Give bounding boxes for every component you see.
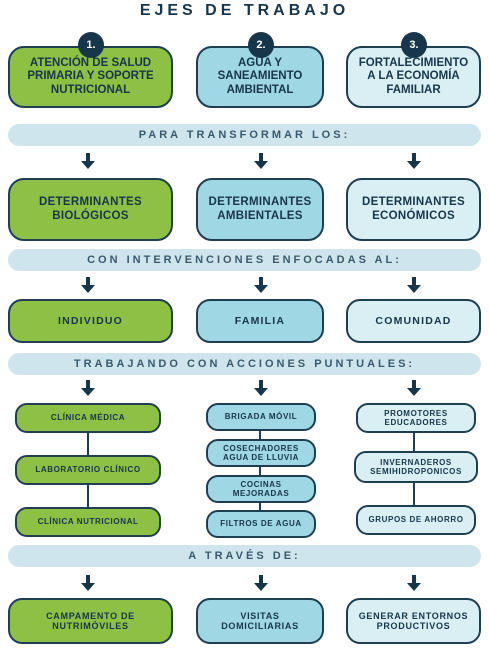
axis-2-number-badge: 2. xyxy=(248,32,274,58)
action-laboratorio-clinico: LABORATORIO CLÍNICO xyxy=(15,455,161,485)
arrow-down-icon xyxy=(254,575,268,591)
determinant-biological-box: DETERMINANTES BIOLÓGICOS xyxy=(8,178,173,241)
band-through: A TRAVÉS DE: xyxy=(8,545,481,567)
level-family-label: FAMILIA xyxy=(234,314,286,327)
arrow-down-icon xyxy=(407,277,421,293)
action-label: GRUPOS DE AHORRO xyxy=(368,515,464,525)
arrow-down-icon xyxy=(254,380,268,396)
action-clinica-nutricional: CLÍNICA NUTRICIONAL xyxy=(15,507,161,537)
final-visitas-box: VISITAS DOMICILIARIAS xyxy=(196,598,324,644)
action-filtros-agua: FILTROS DE AGUA xyxy=(206,510,316,538)
determinant-environmental-label: DETERMINANTES AMBIENTALES xyxy=(208,196,312,222)
band-interventions: CON INTERVENCIONES ENFOCADAS AL: xyxy=(8,249,481,271)
action-label: PROMOTORES EDUCADORES xyxy=(384,408,448,427)
axis-1-label: ATENCIÓN DE SALUD PRIMARIA Y SOPORTE NUT… xyxy=(27,57,154,96)
action-invernaderos: INVERNADEROS SEMIHIDROPONICOS xyxy=(354,451,478,483)
action-label: FILTROS DE AGUA xyxy=(220,519,302,529)
determinant-economic-label: DETERMINANTES ECONÓMICOS xyxy=(362,196,465,222)
level-family-box: FAMILIA xyxy=(196,299,324,343)
final-visitas-label: VISITAS DOMICILIARIAS xyxy=(221,610,299,631)
diagram-title: EJES DE TRABAJO xyxy=(139,2,350,19)
level-individual-label: INDIVIDUO xyxy=(57,314,124,327)
arrow-down-icon xyxy=(81,277,95,293)
action-label: COSECHADORES AGUA DE LLUVIA xyxy=(222,443,300,462)
arrow-down-icon xyxy=(254,153,268,169)
action-grupos-ahorro: GRUPOS DE AHORRO xyxy=(356,505,476,535)
arrow-down-icon xyxy=(407,575,421,591)
determinant-biological-label: DETERMINANTES BIOLÓGICOS xyxy=(39,196,142,222)
connector-line xyxy=(259,420,261,520)
arrow-down-icon xyxy=(407,380,421,396)
arrow-down-icon xyxy=(407,153,421,169)
final-entornos-box: GENERAR ENTORNOS PRODUCTIVOS xyxy=(346,598,481,644)
action-label: LABORATORIO CLÍNICO xyxy=(35,465,141,475)
determinant-environmental-box: DETERMINANTES AMBIENTALES xyxy=(196,178,324,241)
axis-2-label: AGUA Y SANEAMIENTO AMBIENTAL xyxy=(217,57,303,96)
action-label: INVERNADEROS SEMIHIDROPONICOS xyxy=(370,457,462,476)
level-individual-box: INDIVIDUO xyxy=(8,299,173,343)
action-cocinas-mejoradas: COCINAS MEJORADAS xyxy=(206,475,316,503)
arrow-down-icon xyxy=(81,380,95,396)
band-transform: PARA TRANSFORMAR LOS: xyxy=(8,124,481,146)
final-entornos-label: GENERAR ENTORNOS PRODUCTIVOS xyxy=(358,610,469,631)
arrow-down-icon xyxy=(254,277,268,293)
arrow-down-icon xyxy=(81,153,95,169)
action-label: COCINAS MEJORADAS xyxy=(232,479,290,498)
axis-3-number-badge: 3. xyxy=(401,32,427,58)
final-nutrimoviles-label: CAMPAMENTO DE NUTRIMÓVILES xyxy=(46,610,135,631)
action-promotores-educadores: PROMOTORES EDUCADORES xyxy=(356,403,476,433)
axis-1-number-badge: 1. xyxy=(78,32,104,58)
action-label: CLÍNICA NUTRICIONAL xyxy=(37,517,139,527)
action-clinica-medica: CLÍNICA MÉDICA xyxy=(15,403,161,433)
level-community-label: COMUNIDAD xyxy=(375,314,452,327)
action-cosechadores-agua: COSECHADORES AGUA DE LLUVIA xyxy=(206,439,316,467)
action-label: BRIGADA MÓVIL xyxy=(224,412,298,422)
final-nutrimoviles-box: CAMPAMENTO DE NUTRIMÓVILES xyxy=(8,598,173,644)
action-label: CLÍNICA MÉDICA xyxy=(50,413,126,423)
level-community-box: COMUNIDAD xyxy=(346,299,481,343)
determinant-economic-box: DETERMINANTES ECONÓMICOS xyxy=(346,178,481,241)
arrow-down-icon xyxy=(81,575,95,591)
action-brigada-movil: BRIGADA MÓVIL xyxy=(206,403,316,431)
axis-3-label: FORTALECIMIENTO A LA ECONOMÍA FAMILIAR xyxy=(358,57,469,96)
band-actions: TRABAJANDO CON ACCIONES PUNTUALES: xyxy=(8,353,481,375)
